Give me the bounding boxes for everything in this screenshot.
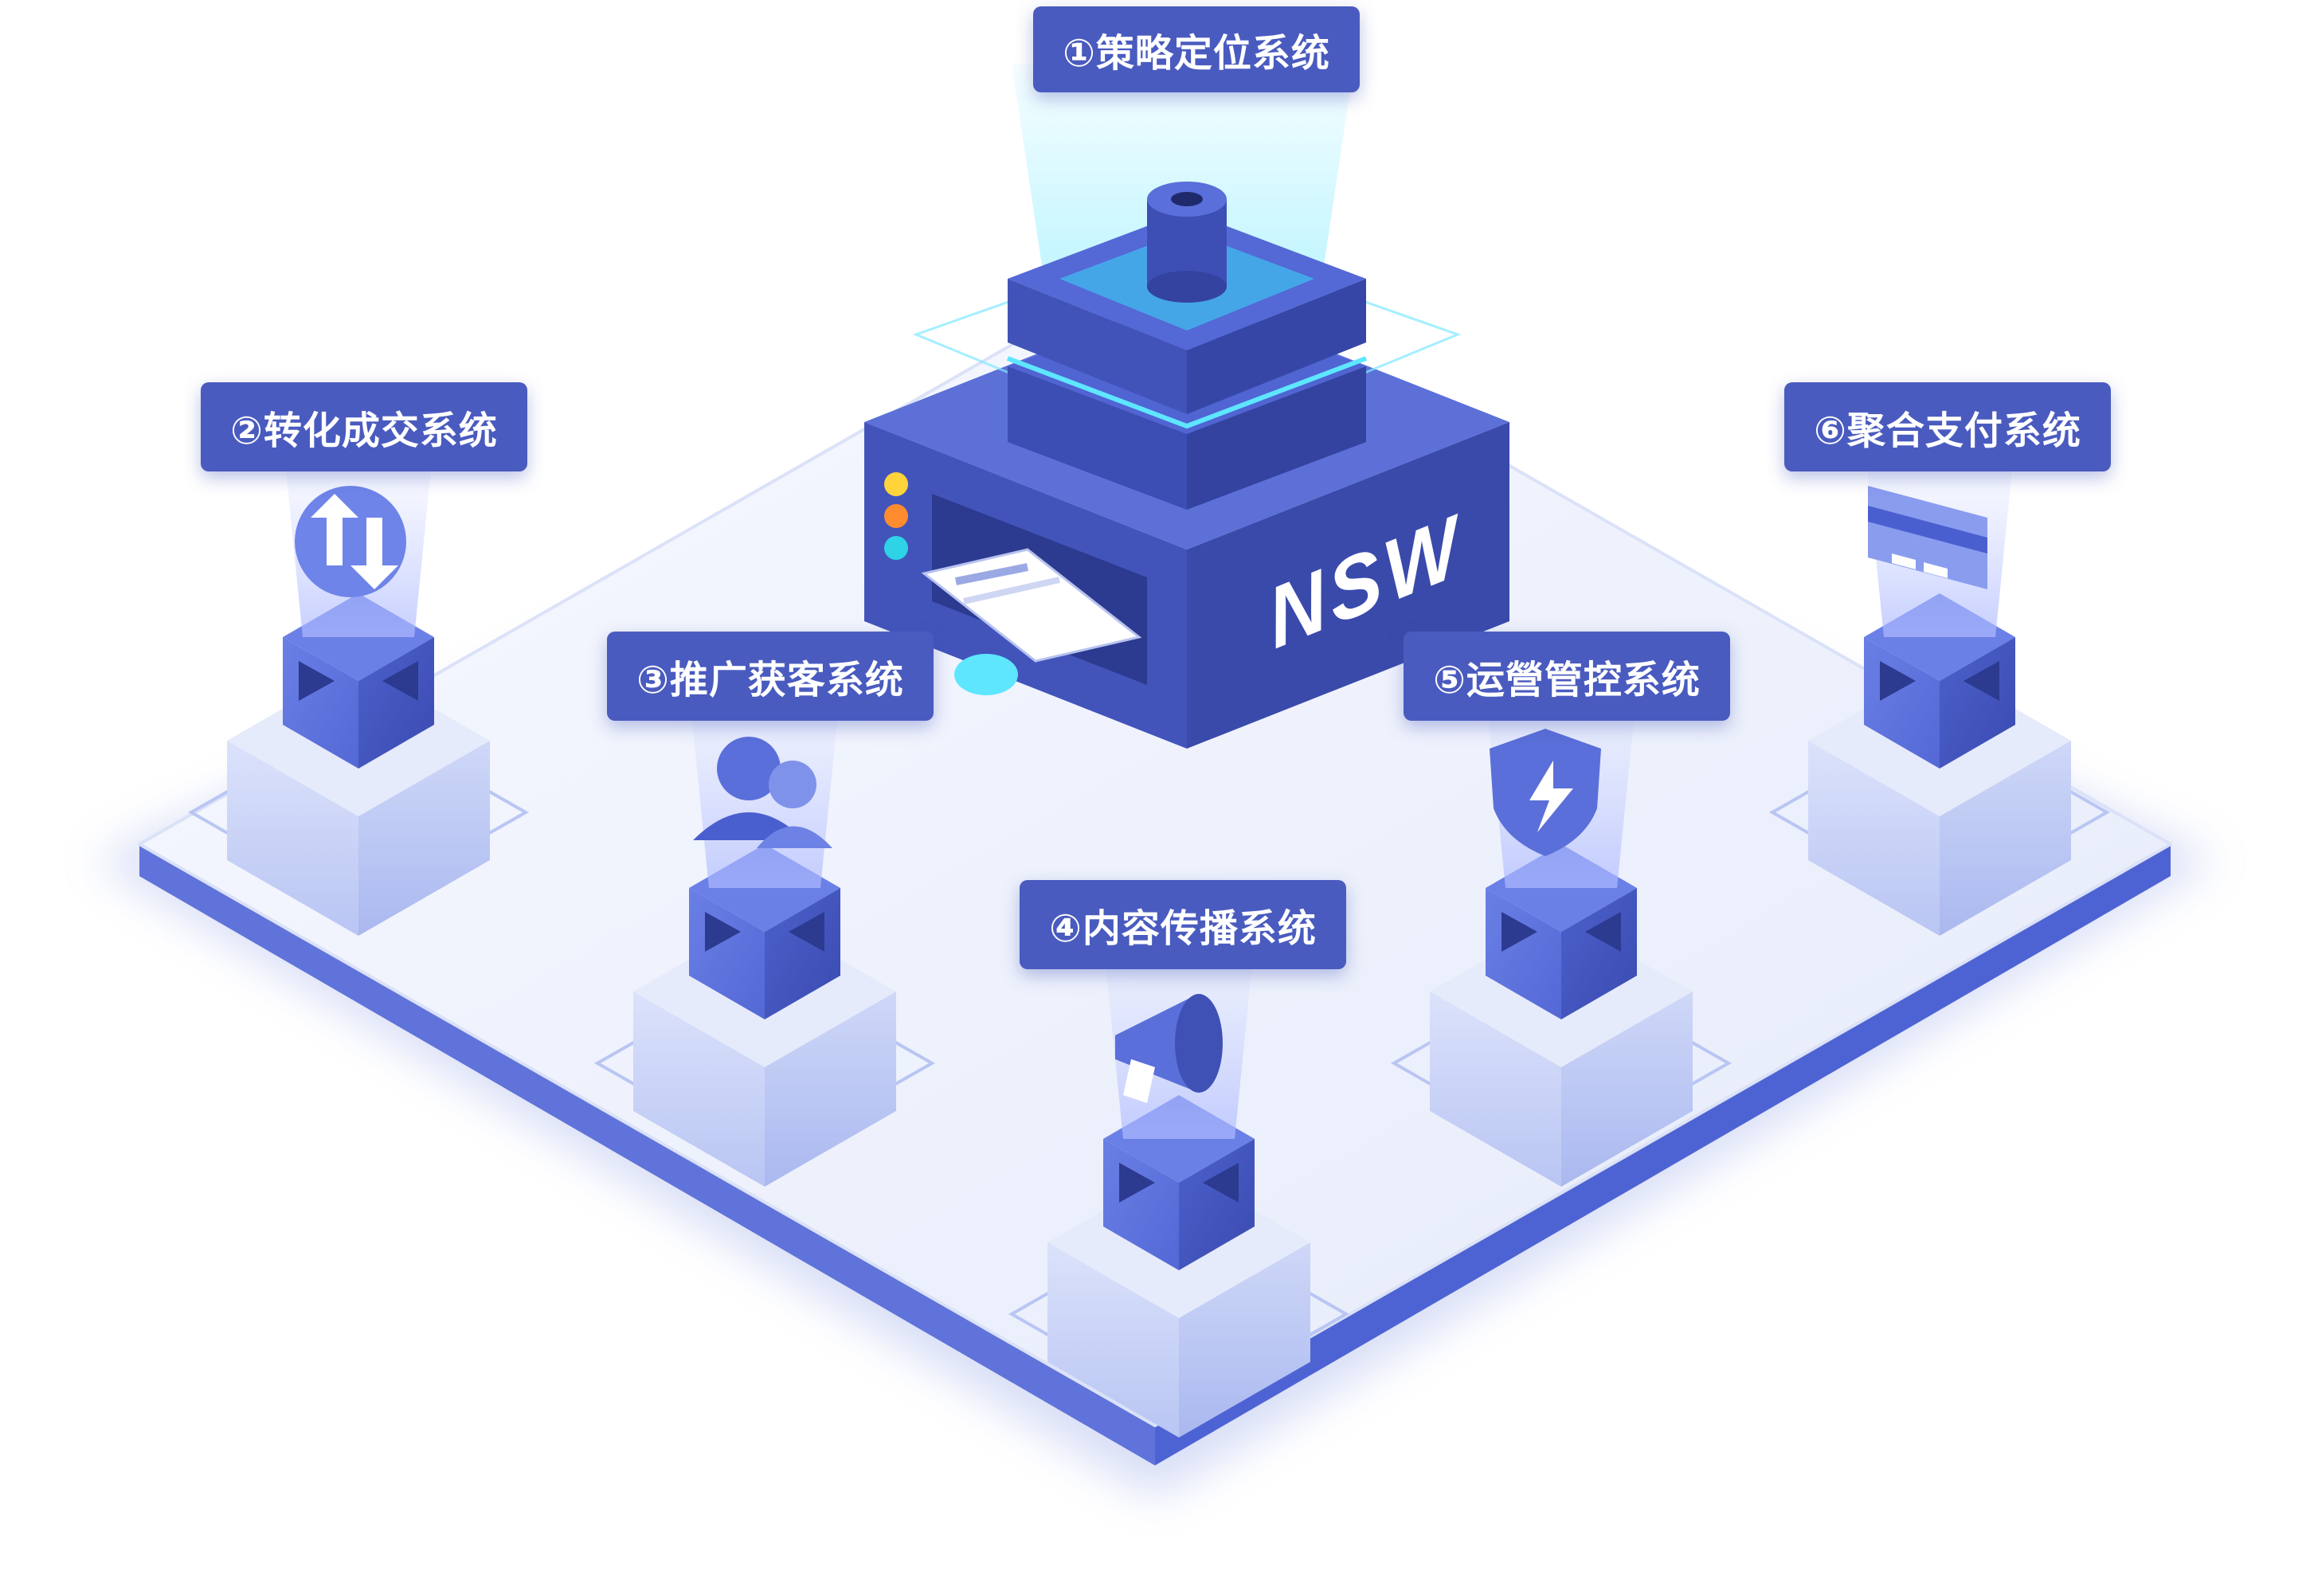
module-operation — [1390, 689, 1732, 1187]
users-icon — [693, 737, 832, 848]
node-label-conversion: ②转化成交系统 — [201, 382, 527, 471]
module-group — [187, 438, 2111, 1438]
node-label-strategy: ①策略定位系统 — [1033, 6, 1360, 92]
credit-card-icon — [1868, 486, 1987, 589]
central-server: NSW — [864, 64, 1509, 749]
module-content — [1008, 940, 1350, 1438]
shield-lightning-icon — [1490, 729, 1601, 856]
module-promotion — [593, 689, 936, 1187]
megaphone-icon — [1115, 994, 1223, 1103]
module-payment — [1768, 438, 2111, 936]
node-label-promotion: ③推广获客系统 — [607, 632, 934, 721]
node-label-payment: ⑥聚合支付系统 — [1784, 382, 2111, 471]
platform-top — [138, 261, 2172, 1427]
node-label-content: ④内容传播系统 — [1020, 880, 1346, 969]
node-label-operation: ⑤运營管控系统 — [1404, 632, 1730, 721]
refresh-arrows-icon — [295, 486, 406, 597]
module-conversion — [187, 438, 530, 936]
